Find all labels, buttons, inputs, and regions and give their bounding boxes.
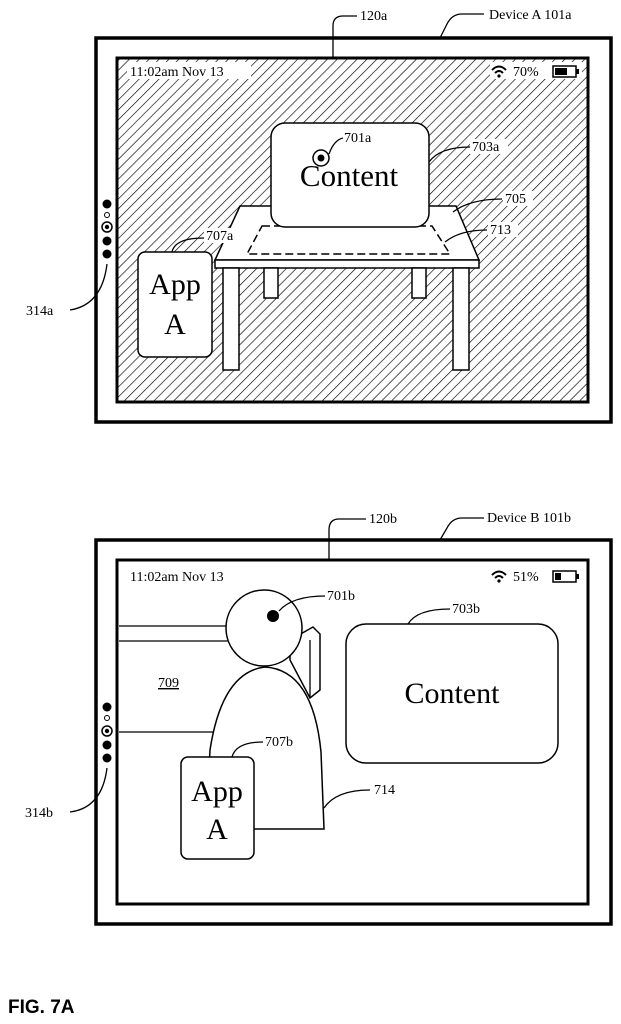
ref-707a: 707a xyxy=(206,229,234,244)
app-label-line1-a: App xyxy=(149,268,201,301)
ref-703a: 703a xyxy=(472,140,500,155)
device-b: 120b Device B 101b 11:02am Nov 13 51% 70… xyxy=(25,511,611,924)
device-b-label: Device B 101b xyxy=(487,511,571,526)
figure-caption: FIG. 7A xyxy=(8,997,75,1018)
ref-314a: 314a xyxy=(26,304,54,319)
battery-icon xyxy=(553,66,579,77)
ref-707b: 707b xyxy=(265,735,293,750)
battery-percent-b: 51% xyxy=(513,570,539,585)
battery-percent-a: 70% xyxy=(513,65,539,80)
ref-701b: 701b xyxy=(327,589,355,604)
ref-709: 709 xyxy=(158,676,179,691)
ref-713: 713 xyxy=(490,223,511,238)
device-a-label: Device A 101a xyxy=(489,8,572,23)
app-label-line2-b: A xyxy=(206,813,228,846)
ref-701a: 701a xyxy=(344,131,372,146)
battery-icon xyxy=(553,571,579,582)
user-viewpoint-b xyxy=(267,610,279,622)
ref-705: 705 xyxy=(505,192,526,207)
ref-703b: 703b xyxy=(452,602,480,617)
ref-714: 714 xyxy=(374,783,395,798)
device-a: 120a Device A 101a 11:02am Nov 13 70% xyxy=(26,8,611,422)
status-time-b: 11:02am Nov 13 xyxy=(130,570,224,585)
app-label-line2-a: A xyxy=(164,308,186,341)
ref-314b: 314b xyxy=(25,806,53,821)
display-ref-b: 120b xyxy=(369,512,397,527)
avatar-head xyxy=(226,590,302,666)
status-time-a: 11:02am Nov 13 xyxy=(130,65,224,80)
display-ref-a: 120a xyxy=(360,9,388,24)
app-label-line1-b: App xyxy=(191,775,243,808)
content-text-b: Content xyxy=(405,677,501,710)
